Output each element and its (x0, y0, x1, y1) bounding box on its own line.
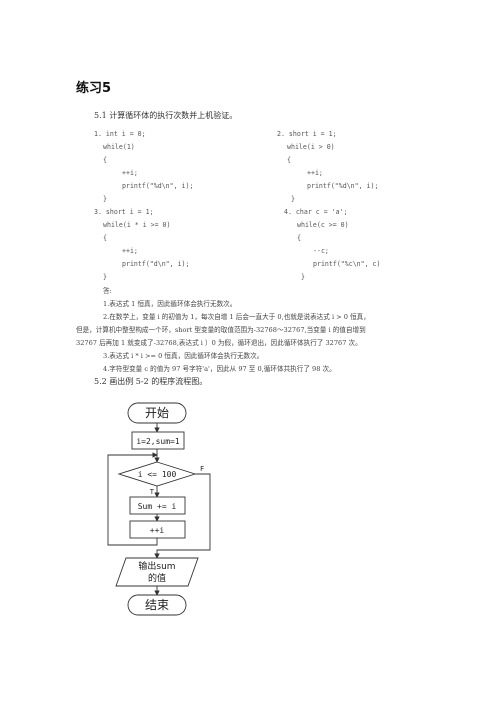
code-line: { (287, 156, 291, 164)
output-io (115, 557, 199, 587)
code-line: { (103, 234, 107, 242)
code-line: ++i; (307, 169, 323, 177)
code-line: 4. char c = 'a'; (284, 208, 348, 216)
answer-1: 1.表达式 1 恒真，因此循环体会执行无数次。 (103, 300, 237, 308)
code-line: printf("%c\n", c) (313, 260, 381, 268)
code-line: ++i; (122, 169, 138, 177)
init-process (131, 431, 185, 450)
code-line: --c; (313, 247, 329, 255)
false-branch-arrow (154, 473, 211, 559)
start-label: 开始 (145, 406, 169, 420)
end-label: 结束 (145, 598, 169, 612)
code-line: 3. short i = 1; (94, 208, 154, 216)
code-line: while(i * i >= 0) (103, 221, 171, 229)
code-line: printf("d\n", i); (122, 260, 190, 268)
code-line: while(c >= 0) (297, 221, 349, 229)
increment-process (129, 520, 186, 539)
question-5-1: 5.1 计算循环体的执行次数并上机验证。 (94, 111, 238, 120)
false-label: F (200, 465, 204, 473)
code-line: } (301, 273, 305, 281)
condition-label: i <= 100 (138, 470, 177, 479)
output-label-2: 的值 (148, 572, 166, 584)
code-line: } (103, 273, 107, 281)
code-line: 2. short i = 1; (277, 130, 337, 138)
answer-2-line-3: 32767 后再加 1 就变成了-32768,表达式 i ）0 为假，循环退出，… (76, 339, 362, 347)
code-line: } (291, 195, 295, 203)
increment-label: ++i (150, 526, 165, 535)
exercise-title: 练习5 (76, 81, 112, 96)
code-line: } (103, 195, 107, 203)
true-label: T (150, 488, 155, 496)
loop-back-arrow (107, 452, 158, 546)
init-label: i=2,sum=1 (136, 437, 180, 446)
question-5-2: 5.2 画出例 5-2 的程序流程图。 (94, 377, 208, 386)
code-line: ++i; (122, 247, 138, 255)
answer-3: 3.表达式 i * i >= 0 恒真，因此循环体会执行无数次。 (103, 352, 264, 360)
answer-2-line-1: 2.在数学上，变量 i 的初值为 1，每次自增 1 后会一直大于 0,也就是说表… (103, 313, 370, 321)
sum-label: Sum += i (138, 502, 177, 511)
code-line: 1. int i = 0; (94, 130, 146, 138)
code-line: while(i > 0) (287, 143, 335, 151)
code-line: { (297, 234, 301, 242)
code-line: { (103, 156, 107, 164)
answer-2-line-2: 但是，计算机中整型构成一个环，short 型变量的取值范围为-32768～327… (76, 326, 366, 334)
answer-label: 答: (103, 287, 112, 295)
answer-4: 4.字符型变量 c 的值为 97 号字符'a'，因此从 97 至 0,循环体共执… (103, 365, 336, 373)
code-line: printf("%d\n", i); (122, 182, 194, 190)
end-terminal (127, 594, 187, 616)
code-line: printf("%d\n", i); (307, 182, 379, 190)
output-label-1: 输出sum (138, 560, 175, 572)
sum-process (129, 496, 186, 515)
code-line: while(1) (103, 143, 135, 151)
